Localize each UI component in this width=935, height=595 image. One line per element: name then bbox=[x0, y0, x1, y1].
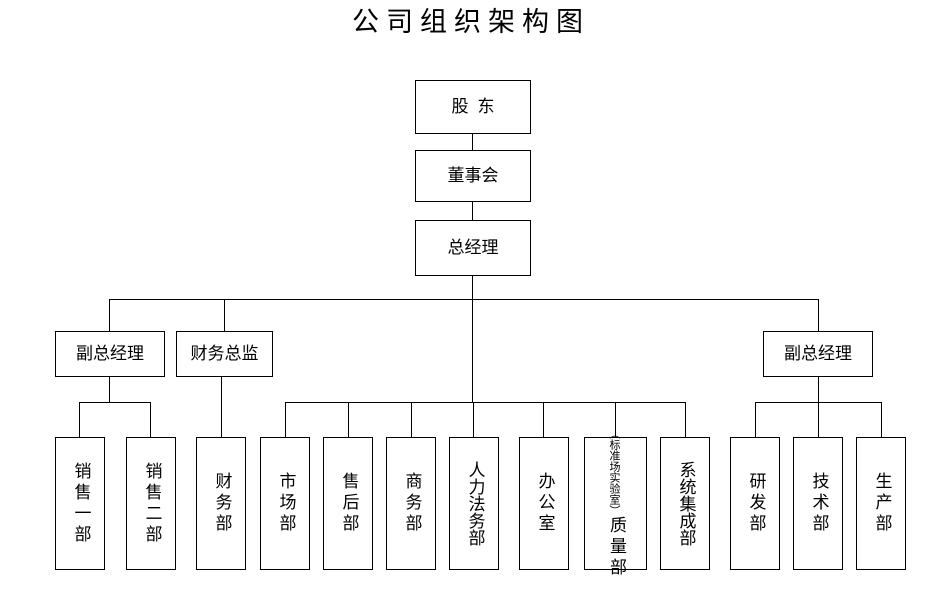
edge-sales-bus bbox=[79, 402, 150, 404]
edge-bus-to-office bbox=[543, 402, 545, 438]
node-hr-legal-department-label: 人力法务部 bbox=[464, 461, 485, 546]
node-quality-department[interactable]: （标准场实验室） 质量部 bbox=[584, 428, 647, 579]
node-shareholders-label: 股东 bbox=[451, 96, 504, 117]
node-business-department[interactable]: 商务部 bbox=[386, 437, 436, 570]
edge-gm-trunk bbox=[472, 275, 474, 300]
page-title: 公司组织架构图 bbox=[352, 7, 590, 38]
node-rnd-department-label: 研发部 bbox=[745, 472, 766, 535]
node-quality-department-label: 质量部 bbox=[606, 516, 626, 579]
edge-bus-to-tech bbox=[818, 402, 820, 438]
edge-bus-to-hr-legal bbox=[473, 402, 475, 438]
node-quality-department-note: （标准场实验室） bbox=[608, 428, 621, 516]
edge-bus-to-sales1 bbox=[79, 402, 81, 438]
node-shareholders[interactable]: 股东 bbox=[415, 80, 531, 134]
node-deputy-general-manager-right[interactable]: 副总经理 bbox=[763, 331, 873, 377]
node-deputy-general-manager-right-label: 副总经理 bbox=[784, 343, 852, 364]
node-sales-department-1[interactable]: 销售一部 bbox=[55, 437, 105, 570]
edge-gm-center-trunk bbox=[472, 299, 474, 403]
node-general-manager-label: 总经理 bbox=[447, 237, 499, 258]
node-sales-department-2-label: 销售二部 bbox=[141, 461, 162, 546]
edge-level3-bus bbox=[109, 299, 819, 301]
node-system-integration-department[interactable]: 系统集成部 bbox=[660, 437, 710, 570]
node-marketing-department[interactable]: 市场部 bbox=[260, 437, 310, 570]
node-rnd-department[interactable]: 研发部 bbox=[730, 437, 780, 570]
node-general-manager[interactable]: 总经理 bbox=[415, 220, 531, 276]
node-financial-director-label: 财务总监 bbox=[190, 343, 259, 364]
edge-bus-to-marketing bbox=[285, 402, 287, 438]
edge-bus-to-business bbox=[411, 402, 413, 438]
edge-bus-to-dgm-right bbox=[818, 299, 820, 332]
edge-bus-to-aftersales bbox=[348, 402, 350, 438]
node-finance-department-label: 财务部 bbox=[211, 472, 232, 535]
node-after-sales-department-label: 售后部 bbox=[338, 472, 359, 535]
node-board-of-directors-label: 董事会 bbox=[447, 165, 499, 186]
edge-bus-to-production bbox=[881, 402, 883, 438]
edge-bus-to-sysint bbox=[685, 402, 687, 438]
edge-bus-to-rnd bbox=[755, 402, 757, 438]
node-after-sales-department[interactable]: 售后部 bbox=[323, 437, 373, 570]
edge-dgm-left-drop bbox=[109, 376, 111, 403]
node-office-label: 办公室 bbox=[534, 472, 555, 535]
node-office[interactable]: 办公室 bbox=[519, 437, 569, 570]
node-sales-department-1-label: 销售一部 bbox=[70, 461, 91, 546]
node-board-of-directors[interactable]: 董事会 bbox=[415, 150, 531, 202]
node-financial-director[interactable]: 财务总监 bbox=[176, 331, 273, 377]
node-production-department-label: 生产部 bbox=[871, 472, 892, 535]
edge-dgm-right-drop bbox=[818, 376, 820, 403]
edge-bus-to-dgm-left bbox=[109, 299, 111, 332]
edge-cfo-to-finance bbox=[221, 376, 223, 438]
edge-board-gm bbox=[472, 201, 474, 221]
edge-bus-to-cfo bbox=[224, 299, 226, 332]
node-technology-department-label: 技术部 bbox=[808, 472, 829, 535]
node-deputy-general-manager-left-label: 副总经理 bbox=[76, 343, 144, 364]
node-sales-department-2[interactable]: 销售二部 bbox=[126, 437, 176, 570]
node-technology-department[interactable]: 技术部 bbox=[793, 437, 843, 570]
node-finance-department[interactable]: 财务部 bbox=[196, 437, 246, 570]
edge-level4-center-bus bbox=[285, 402, 685, 404]
node-deputy-general-manager-left[interactable]: 副总经理 bbox=[55, 331, 165, 377]
node-business-department-label: 商务部 bbox=[401, 472, 422, 535]
edge-shareholders-board bbox=[472, 133, 474, 151]
node-system-integration-department-label: 系统集成部 bbox=[675, 461, 696, 546]
node-production-department[interactable]: 生产部 bbox=[856, 437, 906, 570]
edge-bus-to-sales2 bbox=[150, 402, 152, 438]
node-hr-legal-department[interactable]: 人力法务部 bbox=[449, 437, 499, 570]
edge-bus-to-quality bbox=[615, 402, 617, 438]
node-marketing-department-label: 市场部 bbox=[275, 472, 296, 535]
